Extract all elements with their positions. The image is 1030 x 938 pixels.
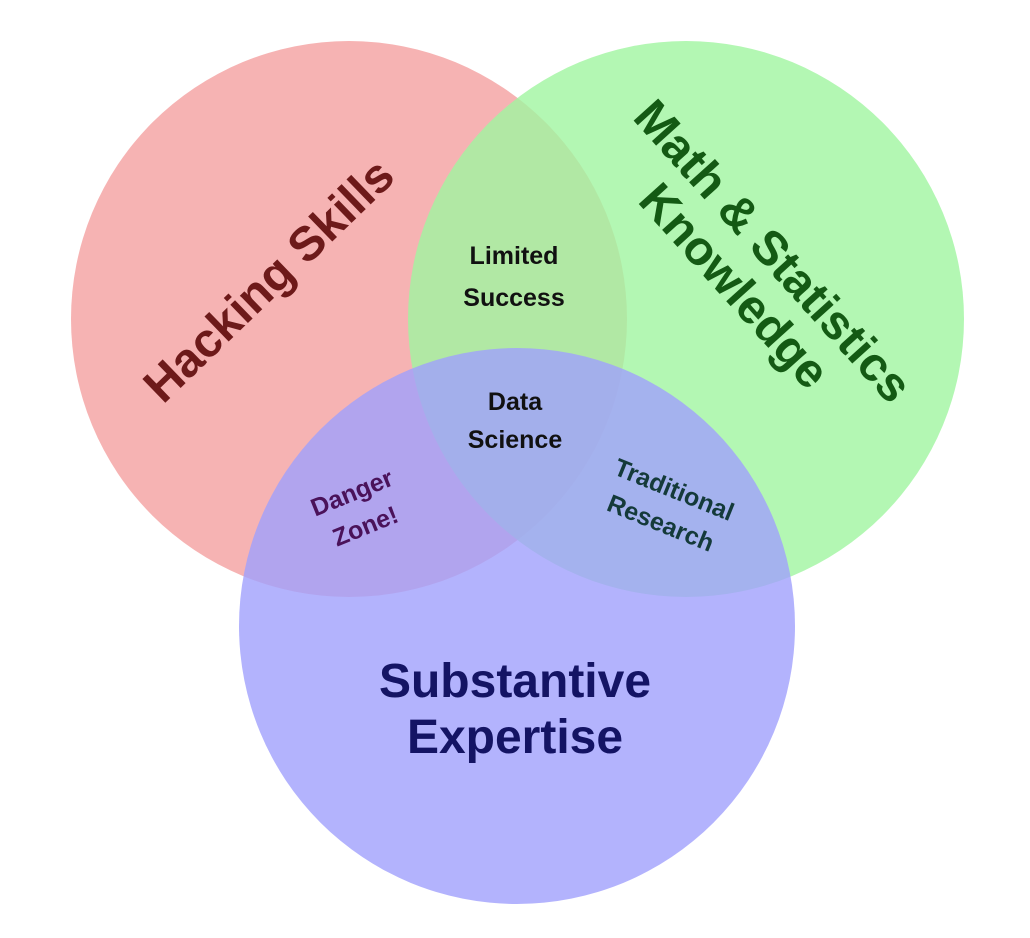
limited-success-label: Limited Success [463,242,564,312]
substantive-expertise-label-line1: Substantive [379,655,651,708]
substantive-expertise-circle [239,348,795,904]
substantive-expertise-label-line2: Expertise [407,711,623,764]
limited-success-label-line1: Limited [470,242,559,270]
venn-circles [71,41,964,904]
substantive-expertise-label: Substantive Expertise [379,655,651,764]
data-science-label-line2: Science [468,426,563,454]
limited-success-label-line2: Success [463,284,564,312]
data-science-label: Data Science [468,388,563,454]
data-science-label-line1: Data [488,388,543,416]
